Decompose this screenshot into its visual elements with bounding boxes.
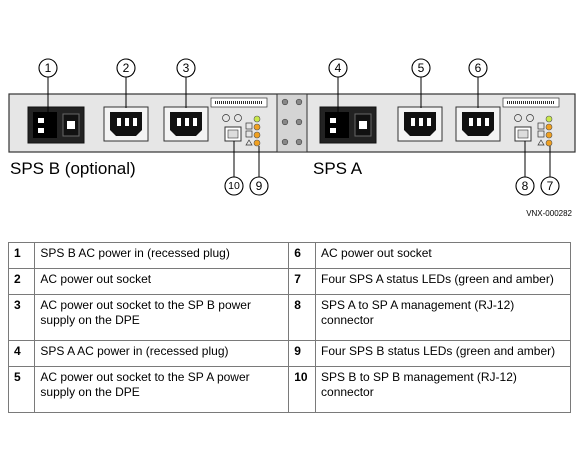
legend-text: SPS B to SP B management (RJ-12) connect…: [315, 366, 571, 413]
center-bracket: [276, 93, 308, 153]
legend-text: AC power out socket: [315, 242, 571, 269]
table-row: 2 AC power out socket 7 Four SPS A statu…: [7, 268, 571, 295]
legend-num: 1: [7, 242, 36, 269]
callout-1: 1: [45, 61, 52, 75]
callout-legend-table: 1 SPS B AC power in (recessed plug) 6 AC…: [7, 242, 571, 413]
legend-text: SPS A to SP A management (RJ-12) connect…: [315, 294, 571, 341]
sps-a-label: SPS A: [313, 159, 363, 178]
bracket-screws: [281, 98, 303, 146]
sps-a-ac-out-socket: [455, 106, 501, 142]
legend-text: SPS B AC power in (recessed plug): [34, 242, 290, 269]
sps-b-power-in-recessed-plug: [27, 106, 85, 144]
table-row: 1 SPS B AC power in (recessed plug) 6 AC…: [7, 242, 571, 269]
callout-6: 6: [475, 61, 482, 75]
legend-text: AC power out socket to the SP B power su…: [34, 294, 290, 341]
figure-id: VNX-000282: [526, 209, 572, 218]
legend-num: 9: [288, 340, 317, 367]
sps-a-serial-label: [502, 97, 560, 108]
sps-b-label: SPS B (optional): [10, 159, 136, 178]
sps-b-ac-out-socket: [103, 106, 149, 142]
legend-num: 10: [288, 366, 317, 413]
legend-text: AC power out socket: [34, 268, 290, 295]
legend-text: AC power out socket to the SP A power su…: [34, 366, 290, 413]
sps-b-serial-label: [210, 97, 268, 108]
table-row: 5 AC power out socket to the SP A power …: [7, 366, 571, 413]
sps-a-power-in-recessed-plug: [319, 106, 377, 144]
callout-7: 7: [547, 179, 554, 193]
sps-b-rj12-connector: [224, 126, 242, 142]
sps-b-status-symbols: [222, 114, 253, 146]
legend-num: 6: [288, 242, 317, 269]
sps-a-ac-out-socket-to-sp-a: [397, 106, 443, 142]
legend-text: Four SPS A status LEDs (green and amber): [315, 268, 571, 295]
callout-10: 10: [228, 180, 240, 192]
table-row: 3 AC power out socket to the SP B power …: [7, 294, 571, 341]
callout-9: 9: [256, 179, 263, 193]
callout-3: 3: [183, 61, 190, 75]
legend-text: SPS A AC power in (recessed plug): [34, 340, 290, 367]
legend-num: 5: [7, 366, 36, 413]
callout-5: 5: [418, 61, 425, 75]
callout-leaders: [47, 77, 551, 178]
legend-num: 8: [288, 294, 317, 341]
sps-a-status-symbols: [514, 114, 545, 146]
sps-b-ac-out-socket-to-sp-b: [163, 106, 209, 142]
callout-circles: [38, 58, 560, 196]
callout-8: 8: [522, 179, 529, 193]
sps-a-status-leds: [545, 115, 553, 147]
legend-num: 2: [7, 268, 36, 295]
table-row: 4 SPS A AC power in (recessed plug) 9 Fo…: [7, 340, 571, 367]
legend-text: Four SPS B status LEDs (green and amber): [315, 340, 571, 367]
sps-rear-panel-diagram: 1 2 3 4 5 6 7 8 9 10 SPS B (optional) SP…: [8, 58, 576, 218]
sps-b-status-leds: [253, 115, 261, 147]
legend-num: 3: [7, 294, 36, 341]
sps-a-rj12-connector: [514, 126, 532, 142]
legend-num: 7: [288, 268, 317, 295]
legend-num: 4: [7, 340, 36, 367]
callout-2: 2: [123, 61, 130, 75]
callout-4: 4: [335, 61, 342, 75]
